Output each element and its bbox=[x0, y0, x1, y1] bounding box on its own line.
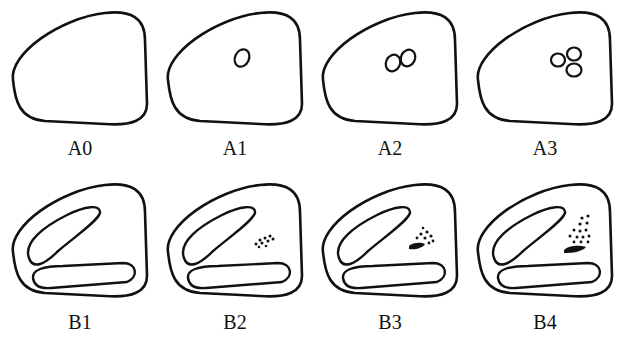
figure-label: B4 bbox=[533, 311, 556, 333]
figure-label: A3 bbox=[533, 137, 557, 159]
figure-label: B3 bbox=[378, 311, 401, 333]
figure-label: A1 bbox=[223, 137, 247, 159]
figure-label: B2 bbox=[223, 311, 246, 333]
figure-label: A0 bbox=[68, 137, 92, 159]
figure-label: B1 bbox=[68, 311, 91, 333]
figure-label: A2 bbox=[378, 137, 402, 159]
